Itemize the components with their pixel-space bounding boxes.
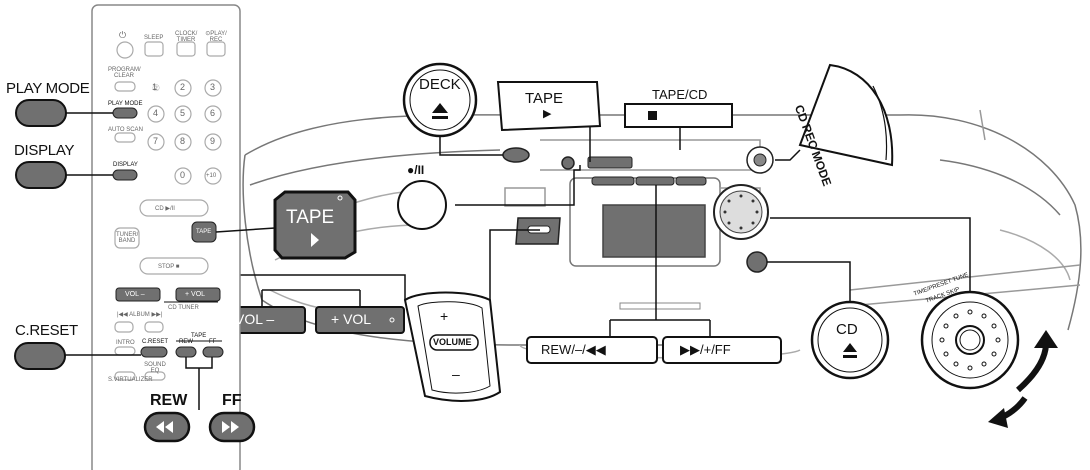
remote-cdplay-label: CD ▶/II	[155, 206, 175, 212]
deck-eject-body[interactable]	[502, 147, 530, 163]
remote-playmode-label: PLAY MODE	[108, 101, 143, 107]
remote-autoscan-label: AUTO SCAN	[108, 127, 143, 133]
tape-play-arrow: ▶	[543, 108, 552, 120]
remote-digit[interactable]: 1	[152, 82, 158, 92]
remote-intro-label: INTRO	[116, 340, 135, 346]
remote-ff-label: FF	[209, 339, 217, 345]
remote-digit[interactable]: 2	[180, 82, 186, 92]
tape-callout-box[interactable]	[496, 81, 602, 132]
remote-creset-label: C.RESET	[142, 339, 169, 345]
remote-power-label: ⏻	[119, 30, 127, 40]
remote-buttons	[114, 41, 226, 381]
volume-label: VOLUME	[433, 337, 472, 347]
remote-digit[interactable]: 5	[180, 108, 186, 118]
vol-plus-remote-key[interactable]	[175, 287, 221, 302]
rew-minus-label: REW/–/◀◀	[541, 342, 606, 357]
tape-cd-label: TAPE/CD	[652, 87, 708, 102]
remote-digit[interactable]: 6	[210, 108, 216, 118]
ff-plus-label: ▶▶/+/FF	[680, 342, 731, 357]
cd-callout[interactable]	[810, 300, 890, 380]
c-reset-remote-key[interactable]	[140, 346, 168, 358]
svg-text:②: ②	[152, 83, 160, 93]
cd-eject-body[interactable]	[746, 251, 768, 273]
volume-plus-label: +	[440, 308, 449, 324]
vol-minus-label: VOL –	[235, 311, 275, 327]
rotation-arrow-up	[1016, 344, 1049, 393]
func-btn-2[interactable]	[635, 176, 675, 186]
play-pause-body[interactable]	[561, 156, 575, 170]
remote-tuner-label: TUNER/ BAND	[116, 232, 139, 244]
remote-digit[interactable]: 4	[153, 108, 159, 118]
remote-sleep-label: SLEEP	[144, 35, 164, 41]
tape-button-body[interactable]	[587, 156, 633, 169]
tape-big-label: TAPE	[286, 207, 335, 228]
c-reset-callout-key[interactable]	[14, 342, 66, 370]
play-mode-callout-key[interactable]	[15, 99, 67, 127]
play-mode-label: PLAY MODE	[6, 80, 90, 97]
leader-lines	[439, 118, 971, 338]
remote-album-label: |◀◀ ALBUM ▶▶|	[117, 312, 163, 318]
remote-tape-small-label: TAPE	[191, 333, 207, 339]
remote-digit[interactable]: 9	[210, 136, 216, 146]
remote-digit[interactable]: +10	[206, 173, 217, 179]
remote-svirt-label: S.VIRTUALIZER	[108, 377, 153, 383]
deck-callout[interactable]	[402, 62, 478, 138]
remote-tape-label: TAPE	[196, 229, 212, 235]
func-btn-3[interactable]	[675, 176, 707, 186]
tape-cd-stop-key[interactable]	[624, 103, 733, 128]
remote-clock-label: CLOCK/ TIMER	[175, 31, 198, 43]
remote-digit[interactable]: 7	[153, 136, 159, 146]
remote-program-label: PROGRAM/ CLEAR	[108, 67, 141, 79]
remote-soundeq-label: SOUND EQ	[144, 362, 166, 374]
ff-remote-key[interactable]	[202, 346, 224, 358]
func-btn-1[interactable]	[591, 176, 635, 186]
remote-digit[interactable]: 0	[180, 170, 186, 180]
rew-remote-key[interactable]	[175, 346, 197, 358]
cd-label: CD	[836, 321, 858, 338]
remote-digit[interactable]: 8	[180, 136, 186, 146]
c-reset-label: C.RESET	[15, 322, 78, 339]
vol-plus-label: + VOL	[331, 311, 372, 327]
display-label: DISPLAY	[14, 142, 75, 159]
remote-display-label: DISPLAY	[113, 162, 138, 168]
remote-playrec-label: ⊙PLAY/ REC	[205, 31, 227, 43]
lcd-display	[602, 204, 706, 258]
deck-label: DECK	[419, 76, 461, 93]
play-mode-remote-key[interactable]	[112, 107, 138, 119]
ff-label: FF	[222, 392, 242, 409]
tape-remote-callout[interactable]	[273, 190, 357, 260]
rew-label: REW	[150, 392, 188, 409]
display-remote-key[interactable]	[112, 169, 138, 181]
ff-callout[interactable]	[662, 336, 782, 364]
remote-digit[interactable]: 3	[210, 82, 216, 92]
rew-callout[interactable]	[526, 336, 658, 364]
remote-cdtuner-label: CD TUNER	[168, 305, 199, 311]
remote-volminus-label: VOL –	[125, 291, 145, 298]
remote-rew-label: REW	[179, 339, 193, 345]
remote-volplus-label: + VOL	[185, 291, 206, 298]
play-pause-label: ●/II	[407, 163, 425, 177]
remote-stop-label: STOP ■	[158, 264, 180, 270]
tape-label: TAPE	[525, 90, 564, 107]
play-pause-callout[interactable]	[397, 180, 447, 230]
volume-minus-label: –	[452, 366, 460, 382]
display-callout-key[interactable]	[15, 161, 67, 189]
vol-minus-remote-key[interactable]	[115, 287, 161, 302]
